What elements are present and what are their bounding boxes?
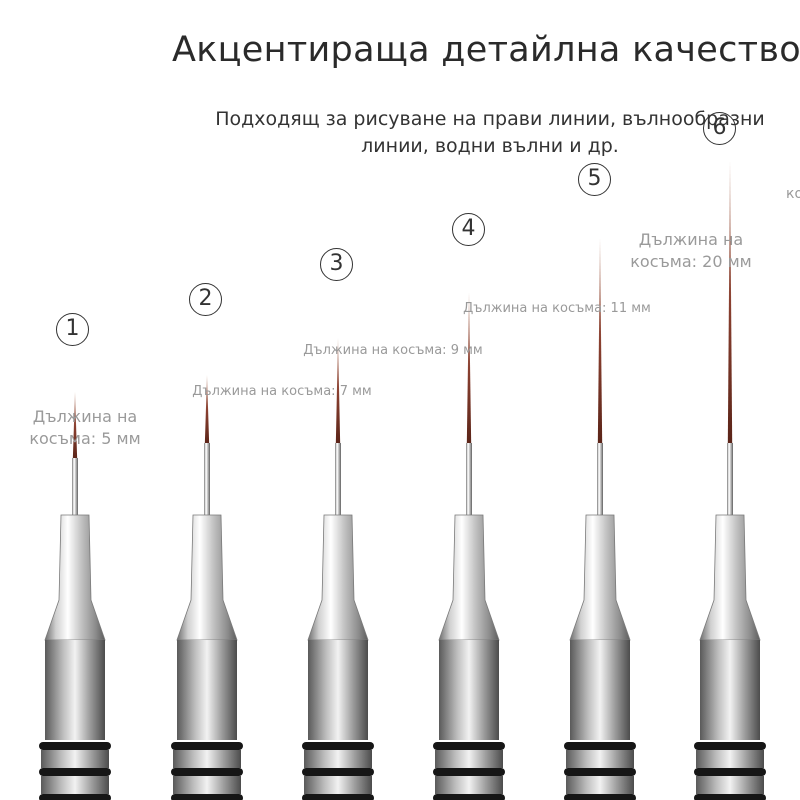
brush-ferrule [699,514,761,641]
hair-length-label-line: Дължина на [638,230,744,249]
brush-handle-band [173,776,241,794]
brush-ring [39,768,111,776]
brush-6 [694,160,766,800]
brush-ring [171,794,243,800]
brush-ring [564,794,636,800]
brush-number-3: 3 [320,248,353,281]
brush-tube [335,443,341,515]
brush-ring [39,742,111,750]
brush-ring [433,742,505,750]
brush-ring [39,794,111,800]
brush-handle-band [696,776,764,794]
hair-length-label-6: Дължина на косъма: 20 мм [622,229,760,273]
brush-handle-band [435,750,503,768]
brush-handle [439,640,499,740]
brush-number-1: 1 [56,313,89,346]
brush-ferrule [44,514,106,641]
subtitle-line-1: Подходящ за рисуване на прави линии, въл… [215,108,765,130]
brush-ring [433,794,505,800]
brush-ring [433,768,505,776]
hair-length-label-line: Дължина на [32,407,138,426]
brush-ring [171,742,243,750]
brush-handle-band [304,750,372,768]
brush-ring [302,742,374,750]
brush-handle [570,640,630,740]
hair-length-label-line: косъма: 5 мм [29,429,141,448]
brush-handle-band [304,776,372,794]
brush-ferrule [569,514,631,641]
brush-handle [45,640,105,740]
hair-length-label-2: Дължина на косъма: 7 мм [192,384,372,399]
brush-ring [171,768,243,776]
hair-length-label-3: Дължина на косъма: 9 мм [303,343,483,358]
brush-handle [308,640,368,740]
brush-hair [72,392,78,460]
brush-ring [302,794,374,800]
brush-4 [433,292,505,800]
brush-ring [694,794,766,800]
brush-number-4: 4 [452,213,485,246]
brush-ferrule [438,514,500,641]
page-title: Акцентираща детайлна качество [172,30,800,70]
brush-tube [466,443,472,515]
brush-hair [727,160,733,445]
brush-tube [204,443,210,515]
brush-ring [694,742,766,750]
brush-handle-band [173,750,241,768]
brush-handle-band [41,776,109,794]
brush-ring [694,768,766,776]
brush-ferrule [307,514,369,641]
brush-tube [727,443,733,515]
brush-ferrule [176,514,238,641]
brush-hair [466,292,472,445]
brush-tube [597,443,603,515]
hair-length-label-line: косъма: 20 мм [630,252,752,271]
brush-number-2: 2 [189,283,222,316]
brush-hair [204,375,210,445]
brush-number-6: 6 [703,112,736,145]
brush-ring [302,768,374,776]
subtitle-line-2: линии, водни вълни и др. [361,135,619,157]
cropped-label-fragment: ко [786,186,800,202]
subtitle: Подходящ за рисуване на прави линии, въл… [180,106,800,160]
brush-handle-band [435,776,503,794]
hair-length-label-1: Дължина на косъма: 5 мм [20,406,150,450]
brush-handle [177,640,237,740]
brush-handle-band [566,750,634,768]
brush-hair [335,338,341,445]
brush-handle [700,640,760,740]
brush-handle-band [696,750,764,768]
brush-ring [564,768,636,776]
brush-2 [171,375,243,800]
brush-5 [564,238,636,800]
brush-handle-band [41,750,109,768]
brush-tube [72,458,78,530]
brush-hair [597,238,603,445]
hair-length-label-4: Дължина на косъма: 11 мм [463,301,651,316]
brush-handle-band [566,776,634,794]
brush-ring [564,742,636,750]
brush-1 [39,392,111,800]
brush-3 [302,338,374,800]
brush-number-5: 5 [578,163,611,196]
